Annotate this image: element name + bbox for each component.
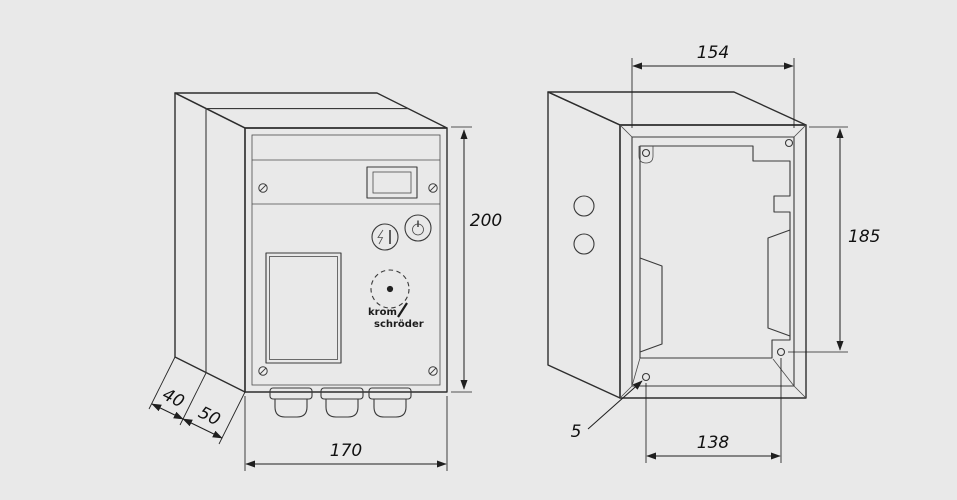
- housing-left-face: [174, 92, 246, 393]
- reset-button: [371, 223, 399, 251]
- door-screws: [258, 183, 438, 376]
- dim-width: 170: [244, 396, 448, 471]
- housing-rim-inner: [631, 136, 795, 387]
- front-panel-inset: [251, 134, 441, 386]
- screw-icon: [258, 183, 268, 193]
- guide-channel-left: [639, 257, 663, 353]
- cable-gland: [320, 387, 364, 418]
- power-button: [404, 214, 432, 242]
- rear-view: 154 185 138 5: [547, 43, 880, 463]
- dim-hole-diameter: 5: [571, 380, 643, 442]
- mounting-hole: [784, 138, 794, 148]
- logo-line2: schröder: [374, 319, 424, 330]
- dim-hole-diameter-label: 5: [571, 422, 582, 442]
- screw-icon: [428, 183, 438, 193]
- rim-chamfer: [793, 385, 807, 399]
- rim-chamfer: [793, 124, 807, 138]
- screw-icon: [428, 366, 438, 376]
- rim-chamfer: [619, 124, 633, 138]
- cable-gland: [269, 387, 313, 418]
- display-frame: [366, 166, 418, 199]
- rim-chamfer: [619, 385, 633, 399]
- screw-icon: [258, 366, 268, 376]
- back-wall-contour: [639, 145, 791, 359]
- interior-edge: [631, 357, 641, 387]
- interior-edge: [772, 358, 795, 387]
- dim-depth-rear-label: 40: [159, 385, 187, 413]
- dim-rear-height: 185: [788, 126, 880, 353]
- mounting-hole: [641, 148, 651, 158]
- logo-slash-icon: [397, 302, 408, 318]
- guide-channel-right: [767, 229, 791, 337]
- dim-hole-spacing: 138: [645, 358, 782, 463]
- sight-port-dashed-circle: [370, 269, 410, 309]
- knockout-hole: [573, 195, 595, 217]
- mounting-tab: [638, 146, 654, 164]
- dim-height: 200: [451, 126, 502, 393]
- reset-flame-icon: [377, 229, 384, 245]
- sight-port-dot: [386, 285, 394, 293]
- display-screen: [372, 171, 412, 194]
- dim-width-label: 170: [330, 441, 362, 461]
- cable-glands: [269, 387, 412, 418]
- rear-left-face: [547, 91, 621, 399]
- dim-rear-height-label: 185: [848, 227, 880, 247]
- housing-top-face: [174, 92, 448, 129]
- knockout-hole: [573, 233, 595, 255]
- front-view: krom schröder: [148, 92, 502, 471]
- dim-depth-front-label: 50: [195, 403, 223, 431]
- dim-depth: 40 50: [148, 356, 246, 445]
- dim-rear-width: 154: [631, 43, 795, 128]
- brand-logo: krom schröder: [368, 302, 424, 330]
- logo-line1: krom: [368, 307, 397, 318]
- front-window-inner: [269, 256, 338, 360]
- front-panel: [244, 127, 448, 393]
- display: [366, 166, 418, 199]
- bottom-mounting-hole: [641, 372, 651, 382]
- dim-hole-spacing-label: 138: [697, 433, 730, 453]
- housing-rim-outer: [619, 124, 807, 399]
- bottom-mounting-hole: [776, 347, 786, 357]
- sight-port: [370, 269, 410, 309]
- dim-height-label: 200: [470, 211, 502, 231]
- cable-gland: [368, 387, 412, 418]
- front-window: [265, 252, 342, 364]
- rear-top-face: [547, 91, 807, 126]
- dim-rear-width-label: 154: [697, 43, 729, 63]
